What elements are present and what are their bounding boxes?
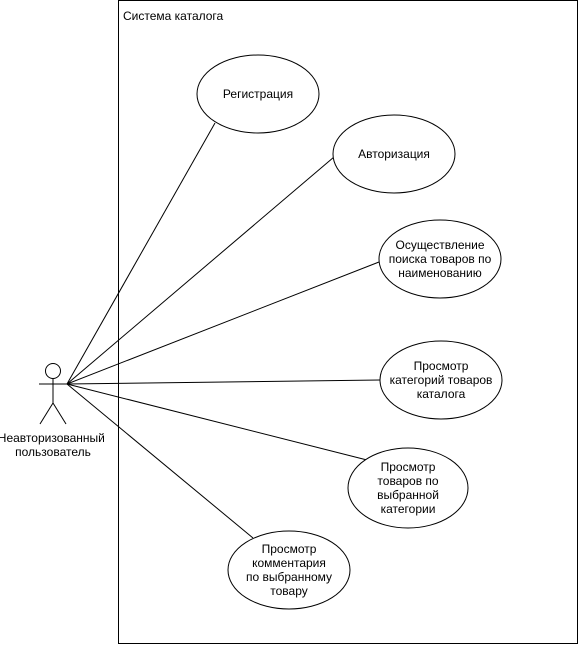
use-case-label-line: товару	[270, 584, 308, 598]
use-case-label-line: Регистрация	[223, 87, 293, 101]
use-case-label-line: категории	[381, 502, 436, 516]
actor-name: Неавторизованный пользователь	[0, 431, 108, 459]
association-view-categories	[66, 379, 381, 385]
actor-name-line: Неавторизованный	[0, 431, 105, 445]
use-case-label-line: выбранной	[377, 488, 439, 502]
use-case-label-line: категорий товаров	[390, 373, 493, 387]
system-title: Система каталога	[123, 9, 224, 23]
actor: Неавторизованный пользователь	[0, 363, 108, 459]
actor-name-line: пользователь	[15, 445, 91, 459]
use-case-ellipse	[196, 54, 320, 134]
use-case-label-line: Просмотр	[381, 460, 436, 474]
use-case-label: Авторизация	[358, 147, 430, 161]
use-case-label: Регистрация	[223, 87, 293, 101]
actor-head	[45, 363, 61, 379]
system-boundary	[118, 0, 578, 644]
use-case-label-line: наименованию	[398, 266, 481, 280]
use-case-label-line: Просмотр	[262, 542, 317, 556]
use-case-label-line: Просмотр	[414, 359, 469, 373]
use-case-label-line: каталога	[417, 387, 466, 401]
use-case-ellipse	[379, 340, 503, 420]
association-search	[66, 261, 380, 385]
actor-right-leg	[52, 402, 67, 425]
use-case-label-line: по выбранному	[246, 570, 332, 584]
use-case-label-line: поиска товаров по	[389, 252, 492, 266]
use-case-label-line: Осуществление	[395, 238, 484, 252]
use-case-label-line: Авторизация	[358, 147, 430, 161]
use-case-ellipse	[227, 530, 351, 610]
use-case-ellipse	[378, 219, 502, 299]
use-case-ellipse	[347, 447, 469, 529]
associations	[66, 122, 381, 539]
use-case-authorization: Авторизация	[332, 114, 456, 194]
association-view-comments	[66, 383, 254, 539]
actor-left-leg	[39, 402, 54, 425]
use-case-label-line: комментария	[252, 556, 326, 570]
use-case-registration: Регистрация	[196, 54, 320, 134]
association-view-products	[66, 383, 368, 461]
association-authorization	[66, 156, 335, 385]
association-registration	[66, 122, 216, 385]
use-case-ellipse	[332, 114, 456, 194]
use-case-label-line: товаров по	[377, 474, 439, 488]
